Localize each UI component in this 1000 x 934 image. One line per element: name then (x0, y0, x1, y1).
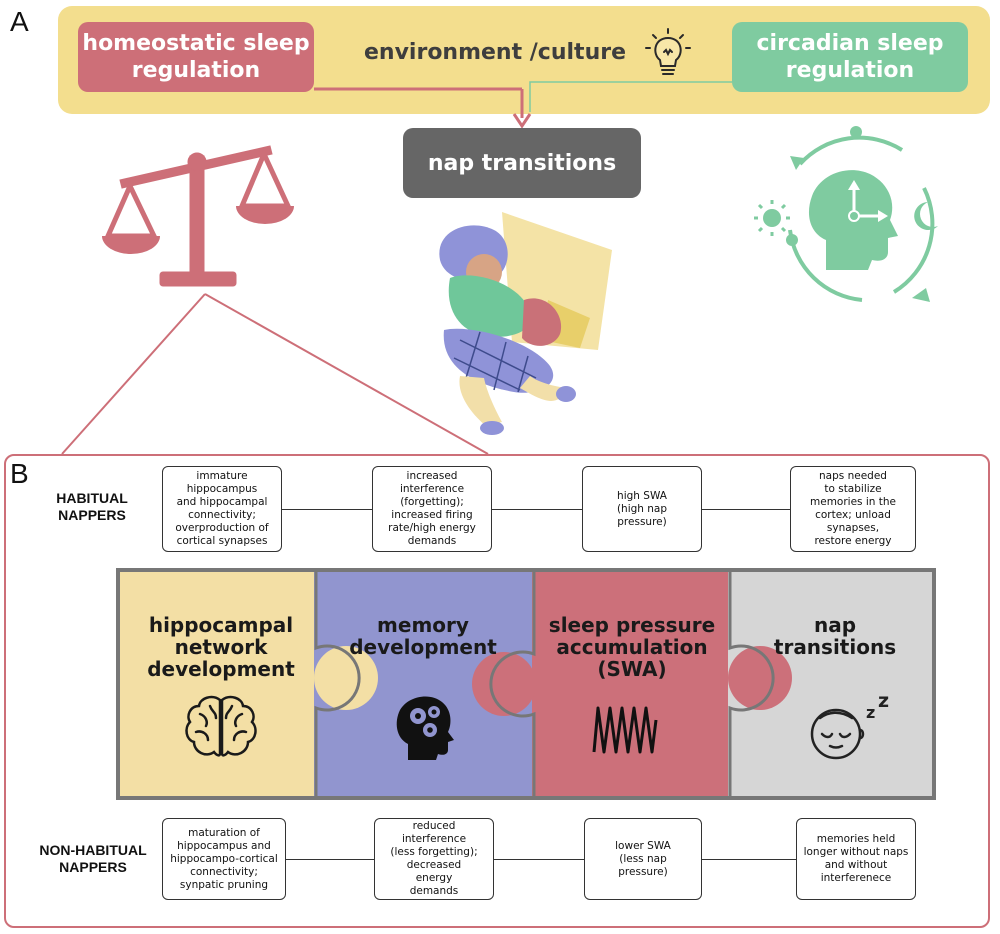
sleeping-child-illustration (439, 212, 612, 435)
box-line: interferenece (820, 872, 892, 884)
nonhabitual-label-line-2: NAPPERS (59, 859, 127, 875)
puzzle-title-line: memory (377, 613, 469, 637)
wave-icon (592, 706, 658, 754)
box-line: and without (824, 859, 888, 871)
box-line: reduced interference (401, 820, 467, 845)
circadian-line-1: circadian sleep (756, 31, 944, 56)
zoom-lines (61, 293, 489, 455)
box-line: (less nap (619, 852, 667, 865)
brain-icon (185, 695, 257, 757)
environment-culture-label: environment /culture (364, 40, 627, 65)
box-line: lower SWA (615, 839, 671, 852)
box-line: (less forgetting); (390, 846, 478, 858)
box-line: restore energy (814, 535, 892, 547)
box-line: synpatic pruning (179, 878, 269, 891)
habitual-connector (702, 509, 790, 510)
nonhabitual-label-line-1: NON-HABITUAL (39, 842, 147, 858)
habitual-label-line-1: HABITUAL (56, 490, 128, 506)
homeostatic-line-2: regulation (131, 58, 261, 83)
habitual-connector (282, 509, 372, 510)
box-line: memories in the (810, 496, 896, 508)
box-line: (forgetting); (400, 496, 464, 508)
box-line: hippocampo-cortical (170, 852, 278, 865)
nonhabitual-box-interference: reduced interference(less forgetting);de… (374, 818, 494, 900)
box-line: naps needed (819, 470, 887, 482)
balance-scale-icon (102, 145, 294, 287)
puzzle-title-line: sleep pressure (548, 613, 716, 637)
box-line: overproduction of (175, 522, 269, 534)
habitual-label-line-2: NAPPERS (58, 507, 126, 523)
puzzle-title-line: transitions (773, 635, 897, 659)
box-line: demands (407, 535, 457, 547)
nonhabitual-connector (702, 859, 796, 860)
puzzle-title-line: development (147, 657, 295, 681)
box-line: to stabilize (824, 483, 882, 495)
circadian-clock-head-icon (754, 126, 938, 302)
nonhabitual-connector (286, 859, 374, 860)
puzzle-title-line: nap (813, 613, 857, 637)
box-line: connectivity; (190, 865, 258, 878)
box-line: maturation of (188, 826, 260, 839)
circadian-line-2: regulation (785, 58, 915, 83)
puzzle-title-line: hippocampal (148, 613, 294, 637)
nonhabitual-nappers-label: NON-HABITUAL NAPPERS (18, 842, 168, 876)
puzzle-graphic (116, 568, 936, 800)
lightbulb-icon (645, 28, 691, 75)
box-line: high SWA (617, 489, 667, 502)
sleeping-face-icon (810, 708, 865, 760)
box-line: cortex; unload (815, 509, 891, 521)
sleep-z-large: z (878, 690, 890, 712)
panel-b-letter: B (10, 458, 29, 489)
box-line: cortical synapses (176, 535, 268, 547)
habitual-box-interference: increased interference(forgetting);incre… (372, 466, 492, 552)
head-gears-icon (396, 696, 454, 760)
sleep-z-small: z (866, 703, 876, 722)
puzzle-title-line: accumulation (556, 635, 708, 659)
box-line: immature hippocampus (186, 470, 258, 495)
box-line: (high nap (616, 502, 668, 515)
box-line: increased firing (391, 509, 473, 521)
nap-transitions-box: nap transitions (403, 128, 641, 198)
box-line: longer without naps (803, 846, 909, 858)
habitual-connector (492, 509, 582, 510)
box-line: pressure) (617, 515, 667, 528)
box-line: and hippocampal (176, 496, 268, 508)
box-line: hippocampus and (177, 839, 271, 852)
box-line: synapses, (826, 522, 880, 534)
habitual-nappers-label: HABITUAL NAPPERS (24, 490, 160, 524)
box-line: decreased (406, 859, 462, 871)
box-line: increased interference (399, 470, 465, 495)
box-line: energy (415, 872, 453, 884)
puzzle-title-line: development (349, 635, 497, 659)
panel-b-frame (4, 454, 990, 928)
box-line: pressure) (618, 865, 668, 878)
puzzle-title-line: network (174, 635, 268, 659)
box-line: memories held (816, 833, 896, 845)
puzzle-title-line: (SWA) (597, 657, 667, 681)
box-line: demands (409, 885, 459, 897)
regulation-arrows (314, 81, 732, 129)
box-line: connectivity; (188, 509, 256, 521)
box-line: rate/high energy (388, 522, 476, 534)
homeostatic-line-1: homeostatic sleep (82, 31, 310, 56)
nonhabitual-connector (494, 859, 584, 860)
panel-a-letter: A (10, 6, 29, 37)
